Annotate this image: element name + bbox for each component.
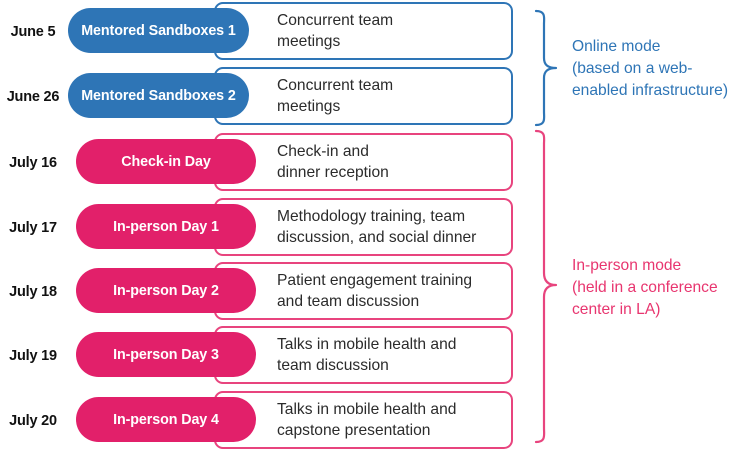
row-session-pill[interactable]: In-person Day 2 [76,268,256,313]
in-person-mode-brace-icon [534,129,558,444]
row-session-pill[interactable]: Check-in Day [76,139,256,184]
schedule-row: July 19 Talks in mobile health and team … [0,324,750,388]
schedule-row: July 18 Patient engagement training and … [0,260,750,324]
schedule-row: June 5 Concurrent team meetings Mentored… [0,0,750,64]
row-session-pill[interactable]: In-person Day 1 [76,204,256,249]
row-session-pill[interactable]: In-person Day 4 [76,397,256,442]
row-description-box: Talks in mobile health and team discussi… [214,326,513,384]
row-session-pill[interactable]: In-person Day 3 [76,332,256,377]
row-description-box: Concurrent team meetings [214,67,513,125]
schedule-row: July 17 Methodology training, team discu… [0,196,750,260]
online-mode-brace-icon [534,9,558,127]
row-description-box: Concurrent team meetings [214,2,513,60]
online-mode-label: Online mode (based on a web- enabled inf… [572,38,729,99]
schedule-row: June 26 Concurrent team meetings Mentore… [0,65,750,129]
row-description-text: Concurrent team meetings [277,77,394,115]
row-date-label: July 18 [9,284,57,300]
row-date-label: June 26 [6,89,60,105]
row-date-label: July 19 [9,348,57,364]
row-description-text: Methodology training, team discussion, a… [277,208,477,246]
row-description-text: Talks in mobile health and team discussi… [277,336,457,374]
row-description-box: Check-in and dinner reception [214,133,513,191]
schedule-row: July 16 Check-in and dinner reception Ch… [0,131,750,195]
row-date-label: July 16 [9,155,57,171]
in-person-mode-label: In-person mode (held in a conference cen… [572,257,718,318]
row-description-text: Patient engagement training and team dis… [277,272,473,310]
row-date-label: June 5 [10,24,56,40]
schedule-row: July 20 Talks in mobile health and capst… [0,389,750,453]
row-session-pill[interactable]: Mentored Sandboxes 1 [68,8,249,53]
row-description-text: Concurrent team meetings [277,12,394,50]
row-date-label: July 20 [9,413,57,429]
row-description-box: Patient engagement training and team dis… [214,262,513,320]
row-description-box: Talks in mobile health and capstone pres… [214,391,513,449]
row-description-text: Check-in and dinner reception [277,143,389,181]
row-date-label: July 17 [9,220,57,236]
row-session-pill[interactable]: Mentored Sandboxes 2 [68,73,249,118]
row-description-box: Methodology training, team discussion, a… [214,198,513,256]
row-description-text: Talks in mobile health and capstone pres… [277,401,457,439]
